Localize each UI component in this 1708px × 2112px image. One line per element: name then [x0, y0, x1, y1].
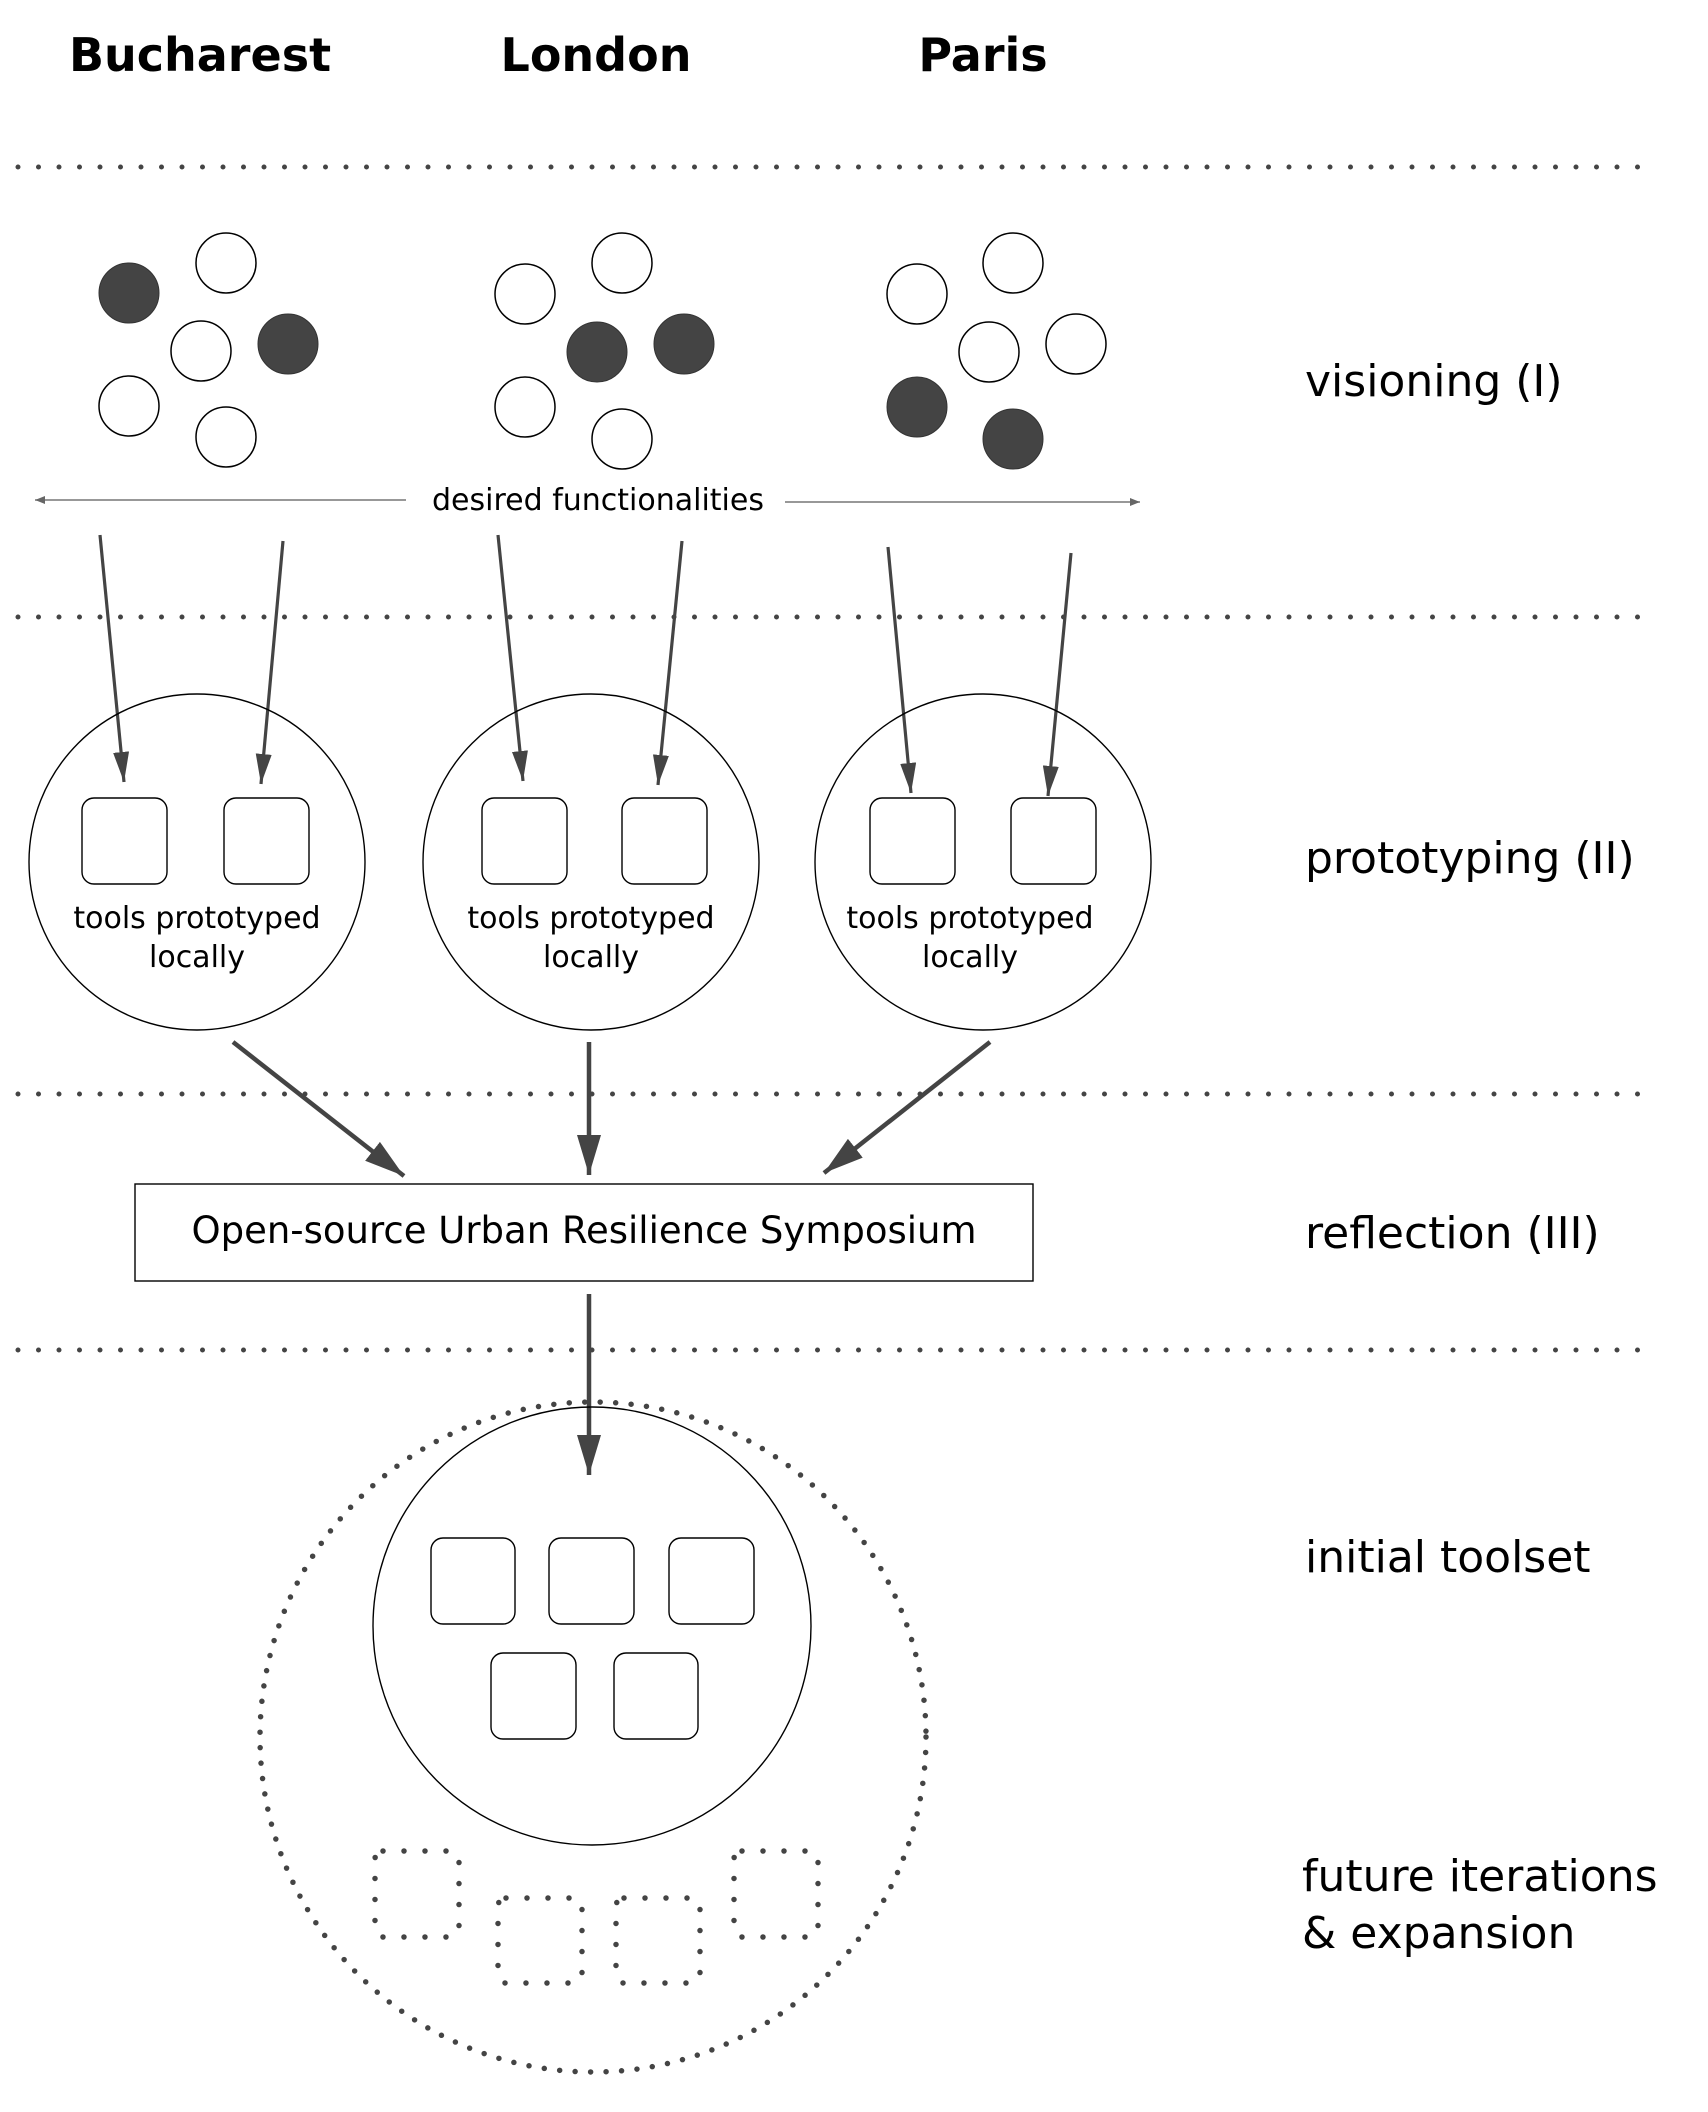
- london-prototype-group: tools prototyped locally: [422, 693, 760, 1031]
- initial-toolset-circle: [372, 1406, 812, 1846]
- prototype-tool: [481, 797, 568, 885]
- phase-label-future-line2: & expansion: [1302, 1908, 1575, 1959]
- initial-toolset-group: [372, 1406, 812, 1846]
- functionality-bubble: [170, 320, 232, 382]
- prototype-tool: [869, 797, 956, 885]
- paris-functionality-bubbles: [886, 232, 1107, 470]
- functionality-bubble: [591, 408, 653, 470]
- future-expansion-boundary: [257, 1399, 929, 2075]
- future-tool-placeholder: [731, 1848, 821, 1940]
- future-tool-placeholder: [372, 1848, 462, 1940]
- prototype-circle: [814, 693, 1152, 1031]
- functionality-bubble: [886, 263, 948, 325]
- toolset-tool: [490, 1652, 577, 1740]
- functionality-bubble-selected: [886, 376, 948, 438]
- functionality-bubble-selected: [257, 313, 319, 375]
- functionality-bubble: [591, 232, 653, 294]
- future-tool-placeholder: [495, 1895, 585, 1986]
- prototype-tool: [1010, 797, 1097, 885]
- phase-label-initial-toolset: initial toolset: [1305, 1532, 1591, 1583]
- city-header-paris: Paris: [918, 28, 1047, 82]
- prototype-tool: [223, 797, 310, 885]
- desired-functionalities-label: desired functionalities: [432, 483, 764, 518]
- arrow: [231, 1040, 406, 1178]
- phase-labels: visioning (I) prototyping (II) reflectio…: [1302, 356, 1658, 1959]
- functionality-bubble: [494, 263, 556, 325]
- symposium-frame: [134, 1183, 1034, 1282]
- prototype-label-line2: locally: [149, 940, 245, 975]
- city-header-bucharest: Bucharest: [69, 28, 331, 82]
- prototype-label-line1: tools prototyped: [467, 901, 714, 936]
- phase-label-prototyping: prototyping (II): [1305, 833, 1635, 884]
- toolset-tool: [613, 1652, 699, 1740]
- functionality-bubble: [98, 375, 160, 437]
- symposium-box: Open-source Urban Resilience Symposium: [134, 1183, 1034, 1282]
- future-tools-group: [372, 1848, 821, 1986]
- arrow: [652, 540, 684, 786]
- functionality-bubble: [982, 232, 1044, 294]
- prototype-label-line2: locally: [922, 940, 1018, 975]
- arrow: [822, 1040, 992, 1175]
- prototype-label-line1: tools prototyped: [846, 901, 1093, 936]
- future-tool-placeholder: [613, 1895, 703, 1986]
- city-headers: Bucharest London Paris: [69, 28, 1048, 82]
- functionality-bubble: [1045, 313, 1107, 375]
- bucharest-prototype-group: tools prototyped locally: [28, 693, 366, 1031]
- toolset-tool: [668, 1537, 755, 1625]
- prototype-circle: [422, 693, 760, 1031]
- functionality-bubble: [195, 406, 257, 468]
- prototype-circle: [28, 693, 366, 1031]
- arrow: [496, 534, 528, 782]
- prototype-tool: [81, 797, 168, 885]
- desired-functionalities-span: desired functionalities: [35, 483, 1140, 518]
- arrow: [98, 534, 130, 783]
- functionality-bubble: [195, 232, 257, 294]
- bucharest-functionality-bubbles: [98, 232, 319, 468]
- phase-label-visioning: visioning (I): [1305, 356, 1563, 407]
- arrow: [886, 546, 917, 794]
- symposium-label: Open-source Urban Resilience Symposium: [191, 1209, 976, 1252]
- functionality-bubble: [494, 376, 556, 438]
- functionality-to-prototype-arrows: [98, 534, 1073, 797]
- functionality-bubble-selected: [98, 262, 160, 324]
- functionality-bubble: [958, 321, 1020, 383]
- prototype-label-line2: locally: [543, 940, 639, 975]
- prototype-label-line1: tools prototyped: [73, 901, 320, 936]
- paris-prototype-group: tools prototyped locally: [814, 693, 1152, 1031]
- phase-label-reflection: reflection (III): [1305, 1208, 1600, 1259]
- arrow: [255, 540, 285, 785]
- functionality-bubble-selected: [982, 408, 1044, 470]
- phase-label-future-line1: future iterations: [1302, 1851, 1658, 1902]
- prototype-tool: [621, 797, 708, 885]
- toolset-tool: [430, 1537, 516, 1625]
- toolset-tool: [548, 1537, 635, 1625]
- functionality-bubble-selected: [566, 321, 628, 383]
- arrow: [1042, 552, 1073, 797]
- functionality-bubble-selected: [653, 313, 715, 375]
- prototype-to-symposium-arrows: [231, 1040, 992, 1178]
- london-functionality-bubbles: [494, 232, 715, 470]
- city-header-london: London: [501, 28, 692, 82]
